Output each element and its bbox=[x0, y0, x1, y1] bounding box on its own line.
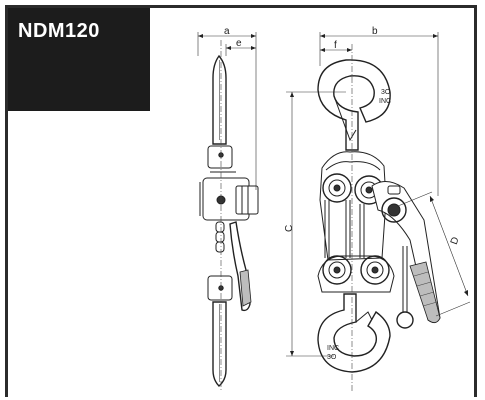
side-lever-handle bbox=[229, 221, 251, 312]
side-bottom-hook bbox=[212, 301, 227, 387]
dimension-c: C bbox=[284, 91, 346, 357]
dimension-e: e bbox=[225, 38, 256, 56]
dimension-f: f bbox=[320, 40, 352, 52]
panel-frame bbox=[5, 5, 477, 397]
dimension-d-label: D bbox=[449, 236, 462, 247]
dimension-c-label: C bbox=[284, 225, 295, 232]
title-block: NDM120 bbox=[8, 8, 150, 111]
dimension-f-label: f bbox=[334, 40, 337, 51]
side-chain bbox=[215, 221, 225, 253]
model-title: NDM120 bbox=[18, 20, 100, 42]
front-view: 3O INC bbox=[317, 44, 441, 392]
front-bottom-hook bbox=[317, 293, 391, 373]
front-top-hook bbox=[317, 59, 391, 151]
dimension-b-label: b bbox=[372, 26, 378, 37]
front-body bbox=[319, 151, 387, 261]
front-lever-grip bbox=[409, 261, 441, 323]
lever-gear bbox=[381, 197, 407, 223]
dimension-e-label: e bbox=[236, 38, 242, 49]
top-hook-mark-2: INC bbox=[379, 98, 391, 105]
dimension-b: b bbox=[319, 26, 439, 196]
dimension-a-label: a bbox=[224, 26, 230, 37]
front-load-chain bbox=[324, 200, 365, 258]
dimension-d: D bbox=[397, 191, 471, 317]
top-hook-mark-1: 3O bbox=[381, 89, 391, 96]
bottom-hook-mark-2: 3O bbox=[327, 354, 337, 361]
chain-end-ring bbox=[396, 311, 414, 329]
bottom-hook-mark-1: INC bbox=[327, 345, 339, 352]
dimension-a: a bbox=[197, 26, 257, 190]
sheave-upper-left bbox=[322, 173, 352, 203]
side-view bbox=[199, 40, 259, 392]
side-top-hook bbox=[212, 54, 227, 145]
